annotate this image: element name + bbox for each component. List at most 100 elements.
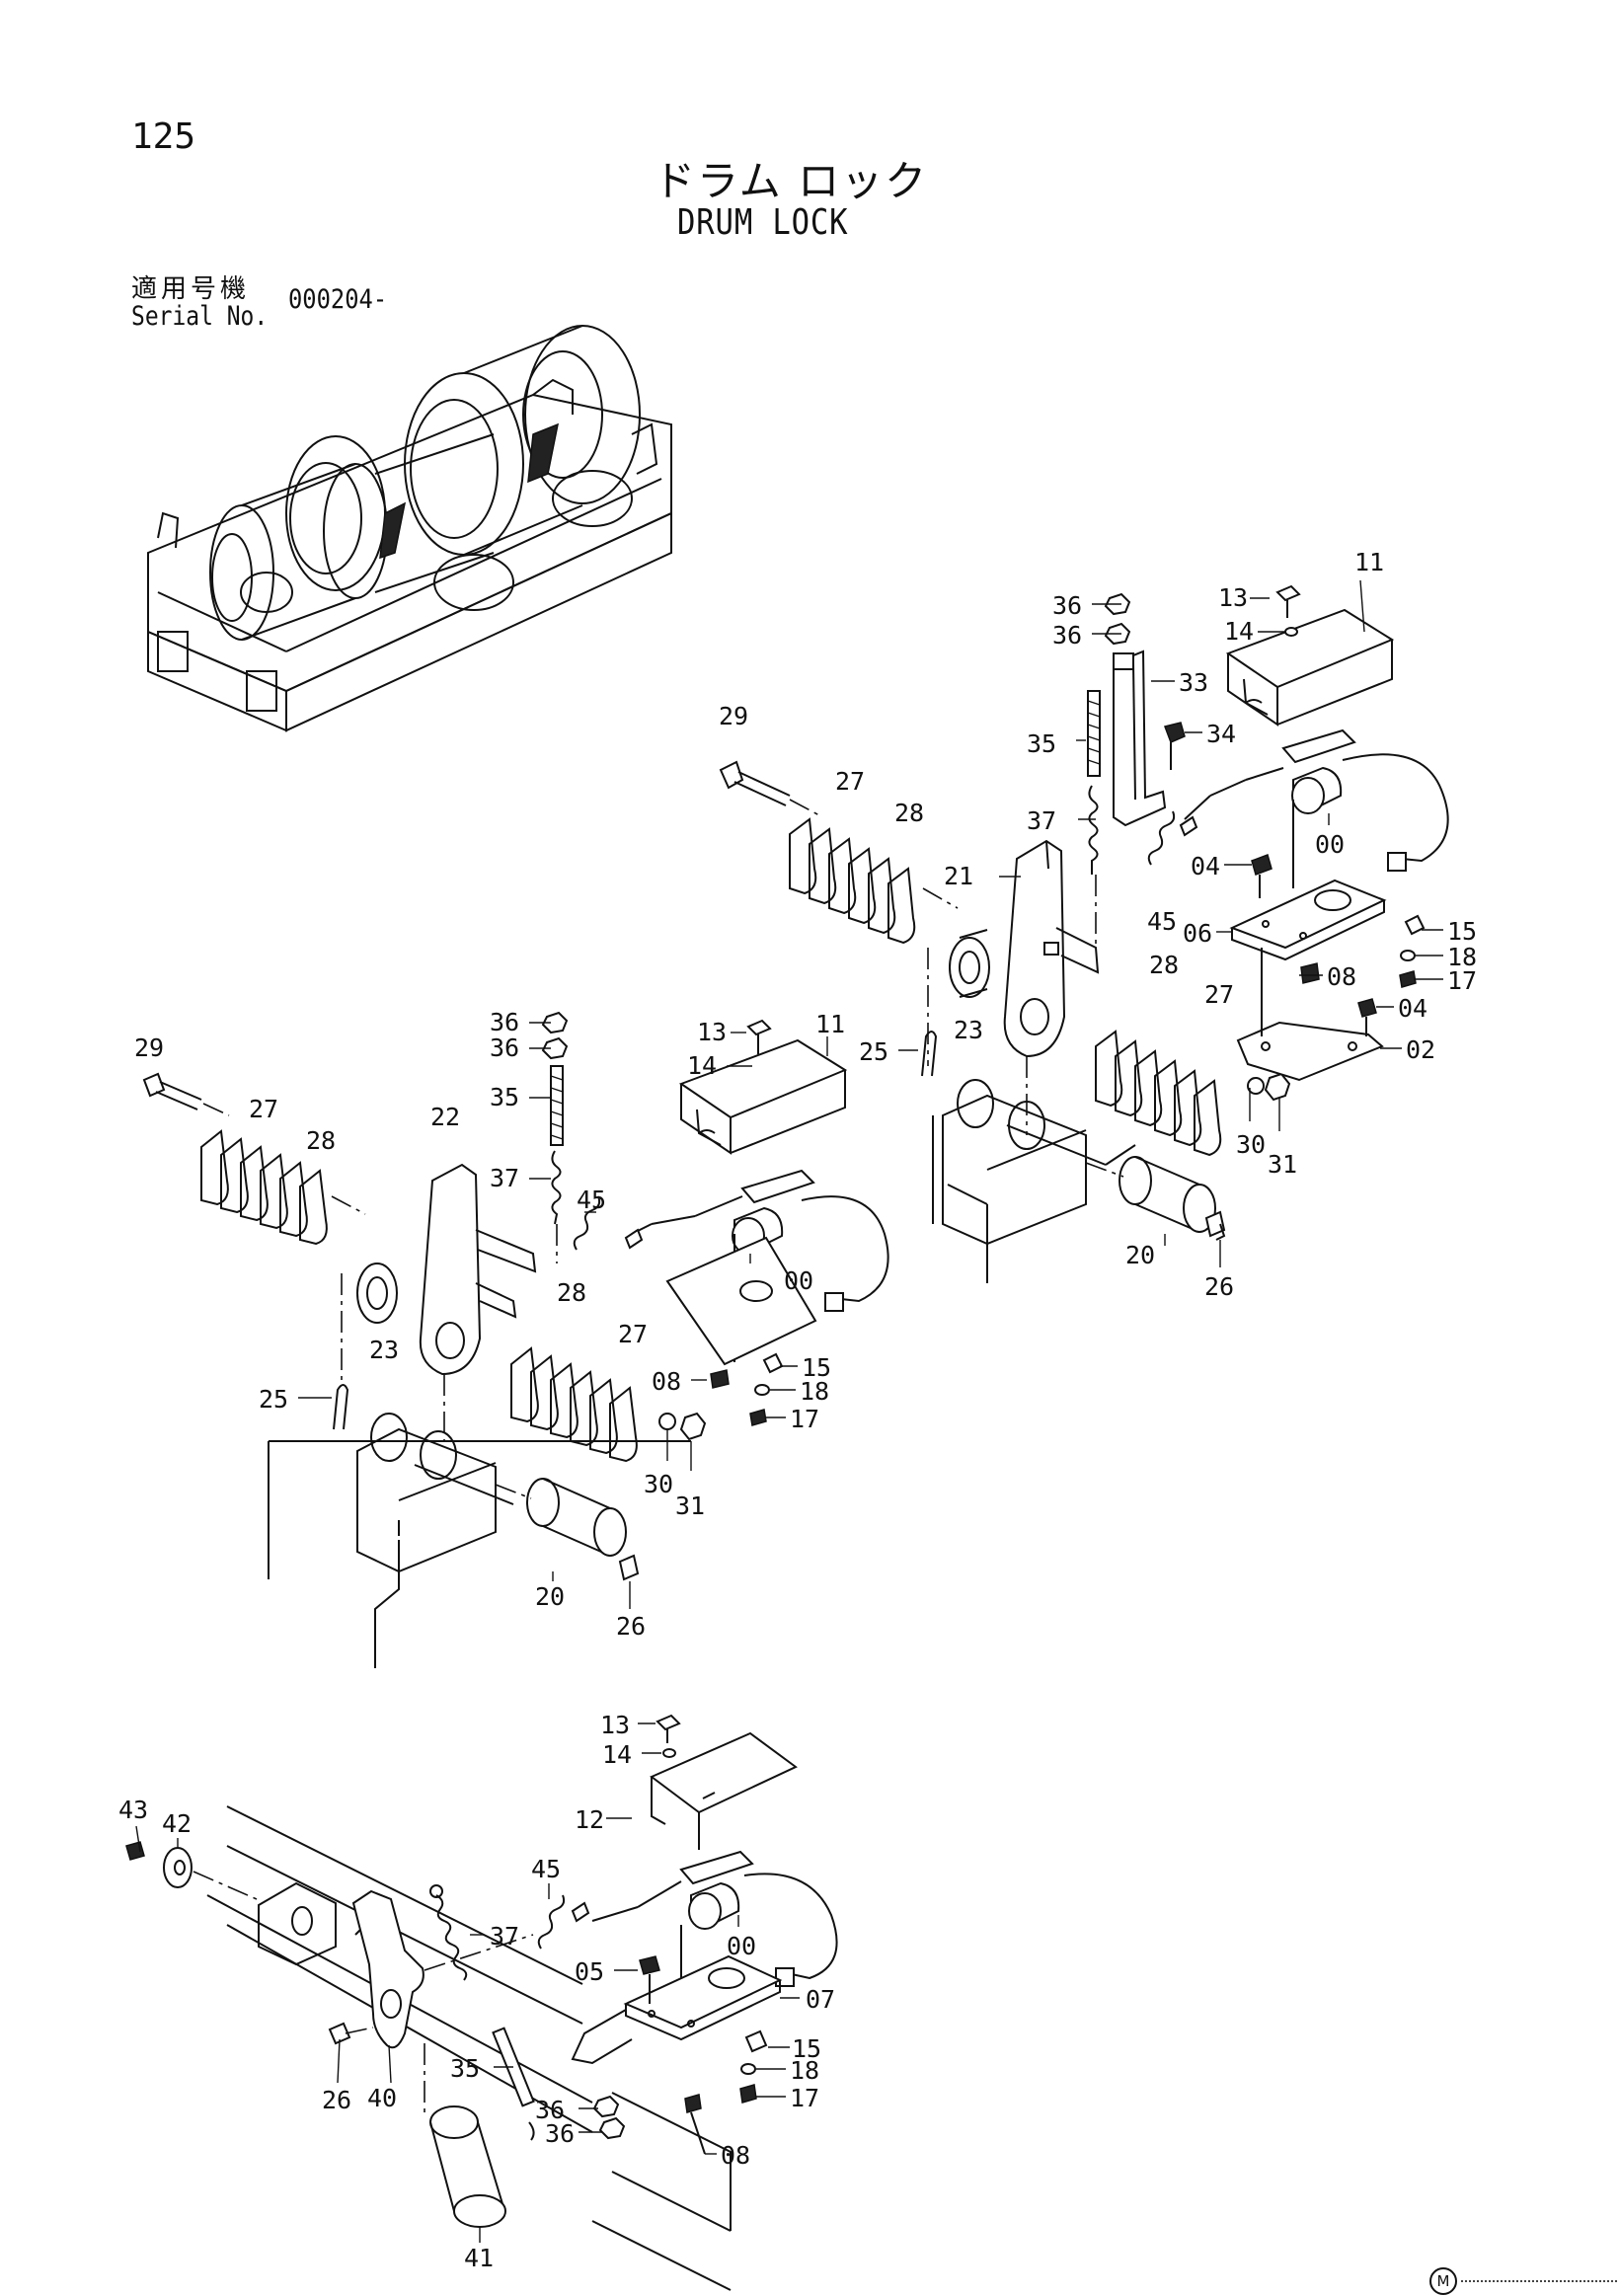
washer-42 <box>163 1847 193 1888</box>
drum-lock-assembly-upper <box>719 584 1449 1283</box>
callout-05: 05 <box>575 1957 604 1986</box>
callout-13-middle: 13 <box>697 1018 727 1046</box>
switch-assembly-00-bottom <box>591 1850 838 1987</box>
ratchet-plates-28-lower <box>1095 1030 1222 1157</box>
callout-15-upper: 15 <box>1447 917 1477 946</box>
callout-00-upper: 00 <box>1315 830 1345 859</box>
corner-mark: M <box>1429 2267 1457 2295</box>
drum-lock-assembly-middle <box>142 1011 889 1668</box>
callout-14-upper: 14 <box>1224 617 1254 646</box>
callout-20-middle: 20 <box>535 1582 565 1611</box>
lock-lever-21 <box>1003 839 1066 1058</box>
base-frame-middle <box>268 1413 691 1668</box>
bolt-29 <box>719 760 820 816</box>
title-english: DRUM LOCK <box>677 202 849 243</box>
callout-00-bottom: 00 <box>727 1932 756 1960</box>
bushing-23 <box>949 929 990 998</box>
serial-value: 000204- <box>288 284 388 315</box>
callout-36-upper-a: 36 <box>1052 591 1082 620</box>
callout-28-upper-b: 28 <box>1149 951 1179 979</box>
callout-15-bottom: 15 <box>792 2034 821 2063</box>
callout-45-bottom: 45 <box>531 1855 561 1883</box>
cover-11-middle <box>678 1038 848 1155</box>
serial-label-japanese: 適用号機 <box>131 274 251 304</box>
bracket-02 <box>1236 948 1384 1082</box>
callout-35-middle: 35 <box>490 1083 519 1111</box>
callout-33: 33 <box>1179 668 1208 697</box>
callout-36-upper-b: 36 <box>1052 621 1082 650</box>
switch-assembly-00 <box>1179 728 1449 888</box>
base-plate-06 <box>1229 879 1387 961</box>
callout-12: 12 <box>575 1805 604 1834</box>
callout-36-bottom-a: 36 <box>535 2096 565 2124</box>
winch-overview-illustration <box>147 325 672 732</box>
callout-20-upper: 20 <box>1125 1241 1155 1269</box>
callout-08-upper: 08 <box>1327 962 1356 991</box>
callout-36-bottom-b: 36 <box>545 2119 575 2148</box>
callout-25-upper: 25 <box>859 1037 888 1066</box>
callout-35-bottom: 35 <box>450 2054 480 2083</box>
callout-23-upper: 23 <box>954 1016 983 1044</box>
callout-04-upper-b: 04 <box>1398 994 1427 1023</box>
callout-29-middle: 29 <box>134 1033 164 1062</box>
callout-02: 02 <box>1406 1035 1435 1064</box>
callout-28-middle: 28 <box>306 1126 336 1155</box>
callout-27-middle-b: 27 <box>618 1320 648 1348</box>
ratchet-plates-27 <box>789 817 916 945</box>
callout-35-upper: 35 <box>1027 729 1056 758</box>
callout-28-middle-b: 28 <box>557 1278 586 1307</box>
callout-37-bottom: 37 <box>490 1922 519 1951</box>
callout-11-upper: 11 <box>1354 548 1384 576</box>
callout-30-middle: 30 <box>644 1470 673 1498</box>
callout-14-middle: 14 <box>687 1051 717 1080</box>
pin-41 <box>429 2105 506 2228</box>
ratchet-plates-28-middle <box>510 1346 638 1463</box>
callout-41: 41 <box>464 2244 494 2272</box>
callout-15-middle: 15 <box>802 1353 831 1382</box>
callout-18-upper: 18 <box>1447 943 1477 971</box>
callout-26-bottom: 26 <box>322 2086 351 2114</box>
callout-43: 43 <box>118 1796 148 1824</box>
callout-06: 06 <box>1183 919 1212 948</box>
callout-34: 34 <box>1206 720 1236 748</box>
callout-28-upper: 28 <box>894 799 924 827</box>
callout-08-middle: 08 <box>652 1367 681 1396</box>
callout-37-middle: 37 <box>490 1164 519 1192</box>
callout-13-bottom: 13 <box>600 1711 630 1739</box>
page-number: 125 <box>131 116 196 157</box>
callout-42: 42 <box>162 1809 192 1838</box>
callout-08-bottom: 08 <box>721 2141 750 2170</box>
pin-20 <box>1085 1156 1216 1233</box>
callout-17-middle: 17 <box>790 1405 819 1433</box>
callout-27-upper-b: 27 <box>1204 980 1234 1009</box>
cover-12 <box>650 1731 798 1850</box>
corner-dotted-line <box>1461 2280 1617 2282</box>
callout-04-upper-a: 04 <box>1191 852 1220 880</box>
callout-26-middle: 26 <box>616 1612 646 1641</box>
callout-27-middle: 27 <box>249 1095 278 1123</box>
bushing-23-middle <box>356 1263 398 1324</box>
callout-23-middle: 23 <box>369 1336 399 1364</box>
base-plate-middle <box>665 1236 817 1366</box>
callout-36-middle-b: 36 <box>490 1033 519 1062</box>
lock-lever-40 <box>351 1889 424 2049</box>
callout-45-upper: 45 <box>1147 907 1177 936</box>
serial-label-english: Serial No. <box>131 301 269 332</box>
lock-lever-22 <box>419 1163 482 1376</box>
callout-45-middle: 45 <box>577 1186 606 1214</box>
cover-11-upper <box>1225 608 1395 727</box>
drum-lock-assembly-bottom <box>125 1714 838 2291</box>
callout-27-upper: 27 <box>835 767 865 796</box>
callout-07: 07 <box>806 1985 835 2014</box>
base-plate-07 <box>571 1954 783 2065</box>
callout-31-middle: 31 <box>675 1492 705 1520</box>
bracket-33 <box>1113 650 1167 827</box>
callout-17-bottom: 17 <box>790 2084 819 2112</box>
ratchet-plates-27-middle <box>200 1129 328 1246</box>
callout-11-middle: 11 <box>815 1010 845 1038</box>
callout-29-upper: 29 <box>719 702 748 730</box>
callout-25-middle: 25 <box>259 1385 288 1414</box>
leader-lines <box>135 579 1443 2243</box>
callout-00-middle: 00 <box>784 1266 813 1295</box>
